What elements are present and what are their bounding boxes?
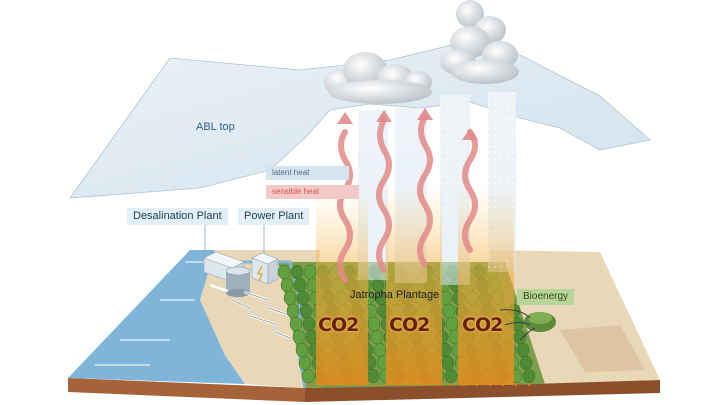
desalination-plant-label: Desalination Plant bbox=[127, 208, 228, 225]
bioenergy-label: Bioenergy bbox=[517, 289, 575, 305]
co2-label-3: CO2 bbox=[462, 314, 503, 336]
jatropha-plantage-label: Jatropha Plantage bbox=[350, 289, 440, 301]
co2-label-2: CO2 bbox=[389, 314, 430, 336]
power-plant bbox=[251, 252, 279, 285]
sensible-heat-label: sensible heat bbox=[266, 185, 360, 199]
power-plant-label: Power Plant bbox=[238, 208, 310, 225]
sea bbox=[68, 250, 245, 384]
co2-plumes bbox=[316, 185, 514, 385]
bioenergy-plant bbox=[499, 309, 556, 341]
sensible-heat-arrows bbox=[337, 114, 478, 283]
cloud-left bbox=[324, 52, 432, 104]
co2-label-1: CO2 bbox=[318, 314, 359, 336]
desalination-plant bbox=[203, 251, 251, 297]
abl-top-label: ABL top bbox=[196, 121, 235, 133]
cloud-right-tower bbox=[440, 0, 519, 84]
latent-heat-label: latent heat bbox=[266, 166, 350, 180]
